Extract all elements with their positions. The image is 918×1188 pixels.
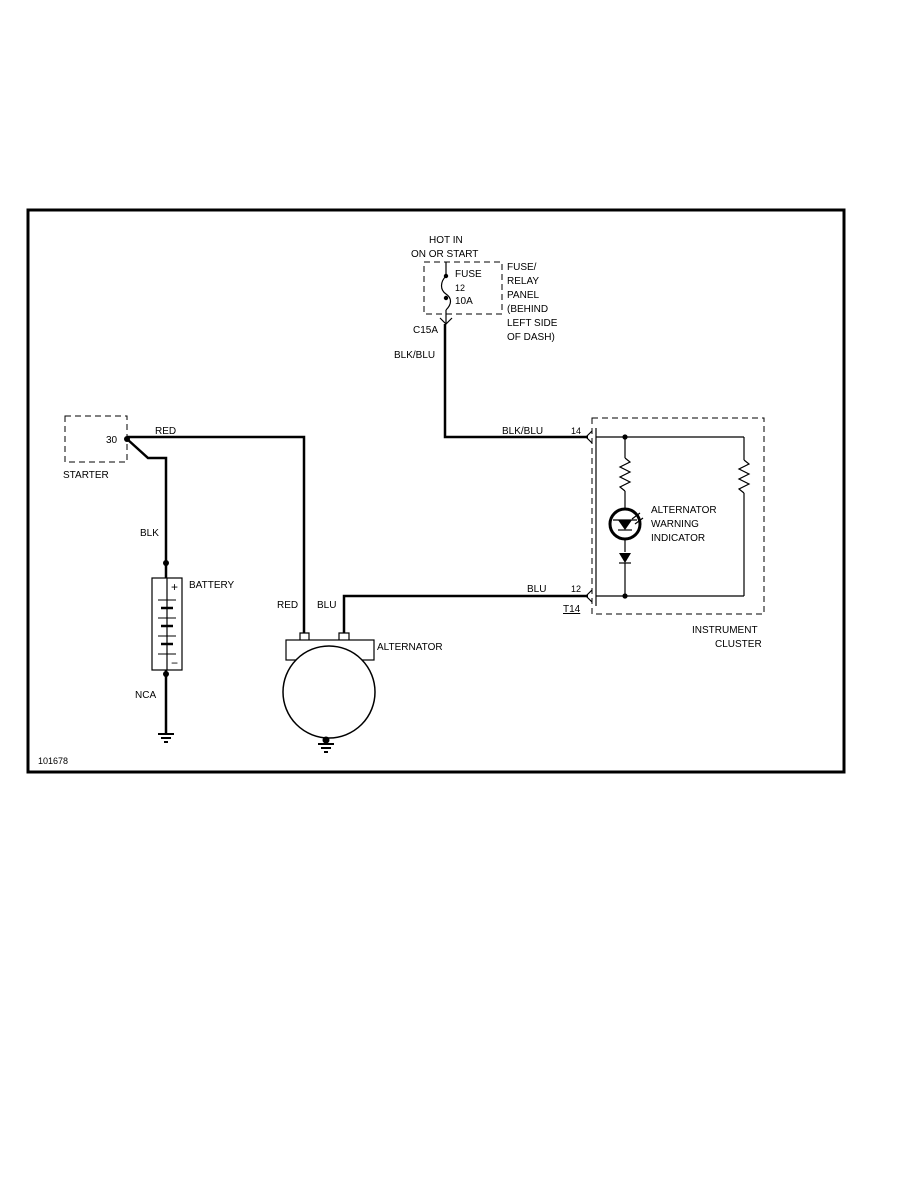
battery-ground-icon bbox=[158, 733, 174, 743]
cluster-pin-12: 12 bbox=[571, 584, 581, 594]
wire-blu bbox=[342, 594, 588, 633]
indicator-label-1: ALTERNATOR bbox=[651, 505, 717, 516]
wire-red bbox=[127, 435, 306, 633]
pin-12-connector-icon bbox=[585, 589, 593, 603]
starter: 30 STARTER bbox=[63, 415, 130, 481]
wire-label-blu-alt: BLU bbox=[317, 600, 336, 611]
fuse-relay-panel: HOT IN ON OR START FUSE 12 10A FUSE/ REL… bbox=[411, 235, 558, 343]
battery-label: BATTERY bbox=[189, 580, 235, 591]
indicator-label-2: WARNING bbox=[651, 519, 699, 530]
cluster-outline bbox=[591, 417, 765, 615]
panel-label-5: LEFT SIDE bbox=[507, 318, 558, 329]
fuse-icon bbox=[440, 275, 452, 311]
cluster-label-2: CLUSTER bbox=[715, 639, 762, 650]
wire-label-blk-blu-horizontal: BLK/BLU bbox=[502, 426, 543, 437]
starter-label: STARTER bbox=[63, 470, 109, 481]
wire-label-red-alt: RED bbox=[277, 600, 298, 611]
fuse-panel-outline bbox=[423, 261, 503, 315]
hot-in-label: HOT IN bbox=[429, 235, 463, 246]
wire-label-blu-horizontal: BLU bbox=[527, 584, 546, 595]
starter-terminal-30: 30 bbox=[106, 435, 118, 446]
alternator-body bbox=[282, 645, 376, 739]
cluster-resistor-right-icon bbox=[737, 459, 751, 494]
battery: + − BATTERY bbox=[151, 577, 235, 671]
wire-label-blk-blu-vertical: BLK/BLU bbox=[394, 350, 435, 361]
battery-minus: − bbox=[171, 656, 178, 670]
cluster-pin-14: 14 bbox=[571, 426, 581, 436]
fuse-number: 12 bbox=[455, 283, 465, 293]
wire-label-blk: BLK bbox=[140, 528, 159, 539]
cluster-diode-icon bbox=[619, 553, 631, 563]
pin-14-connector-icon bbox=[585, 430, 593, 444]
alternator-ground-icon bbox=[318, 743, 334, 753]
diagram-frame bbox=[26, 208, 846, 774]
panel-label-1: FUSE/ bbox=[507, 262, 537, 273]
wire-blk bbox=[126, 438, 168, 578]
starter-outline bbox=[64, 415, 128, 463]
panel-label-4: (BEHIND bbox=[507, 304, 548, 315]
alternator: ALTERNATOR bbox=[282, 632, 443, 753]
wire-label-red-top: RED bbox=[155, 426, 176, 437]
panel-label-3: PANEL bbox=[507, 290, 539, 301]
panel-label-6: OF DASH) bbox=[507, 332, 555, 343]
cluster-connector-t14: T14 bbox=[563, 604, 581, 615]
battery-plus: + bbox=[171, 580, 178, 594]
wire-label-nca: NCA bbox=[135, 690, 156, 701]
figure-id: 101678 bbox=[38, 756, 68, 766]
indicator-label-3: INDICATOR bbox=[651, 533, 705, 544]
cluster-resistor-left-icon bbox=[618, 457, 632, 492]
alternator-label: ALTERNATOR bbox=[377, 642, 443, 653]
hot-on-start-label: ON OR START bbox=[411, 249, 478, 260]
fuse-rating: 10A bbox=[455, 296, 473, 307]
wire-blk-blu bbox=[443, 324, 588, 439]
connector-c15a-label: C15A bbox=[413, 325, 438, 336]
instrument-cluster: 14 12 T14 ALTERNATOR WARNING INDICATOR I… bbox=[563, 417, 765, 650]
cluster-label-1: INSTRUMENT bbox=[692, 625, 758, 636]
fuse-label: FUSE bbox=[455, 269, 482, 280]
panel-label-2: RELAY bbox=[507, 276, 539, 287]
